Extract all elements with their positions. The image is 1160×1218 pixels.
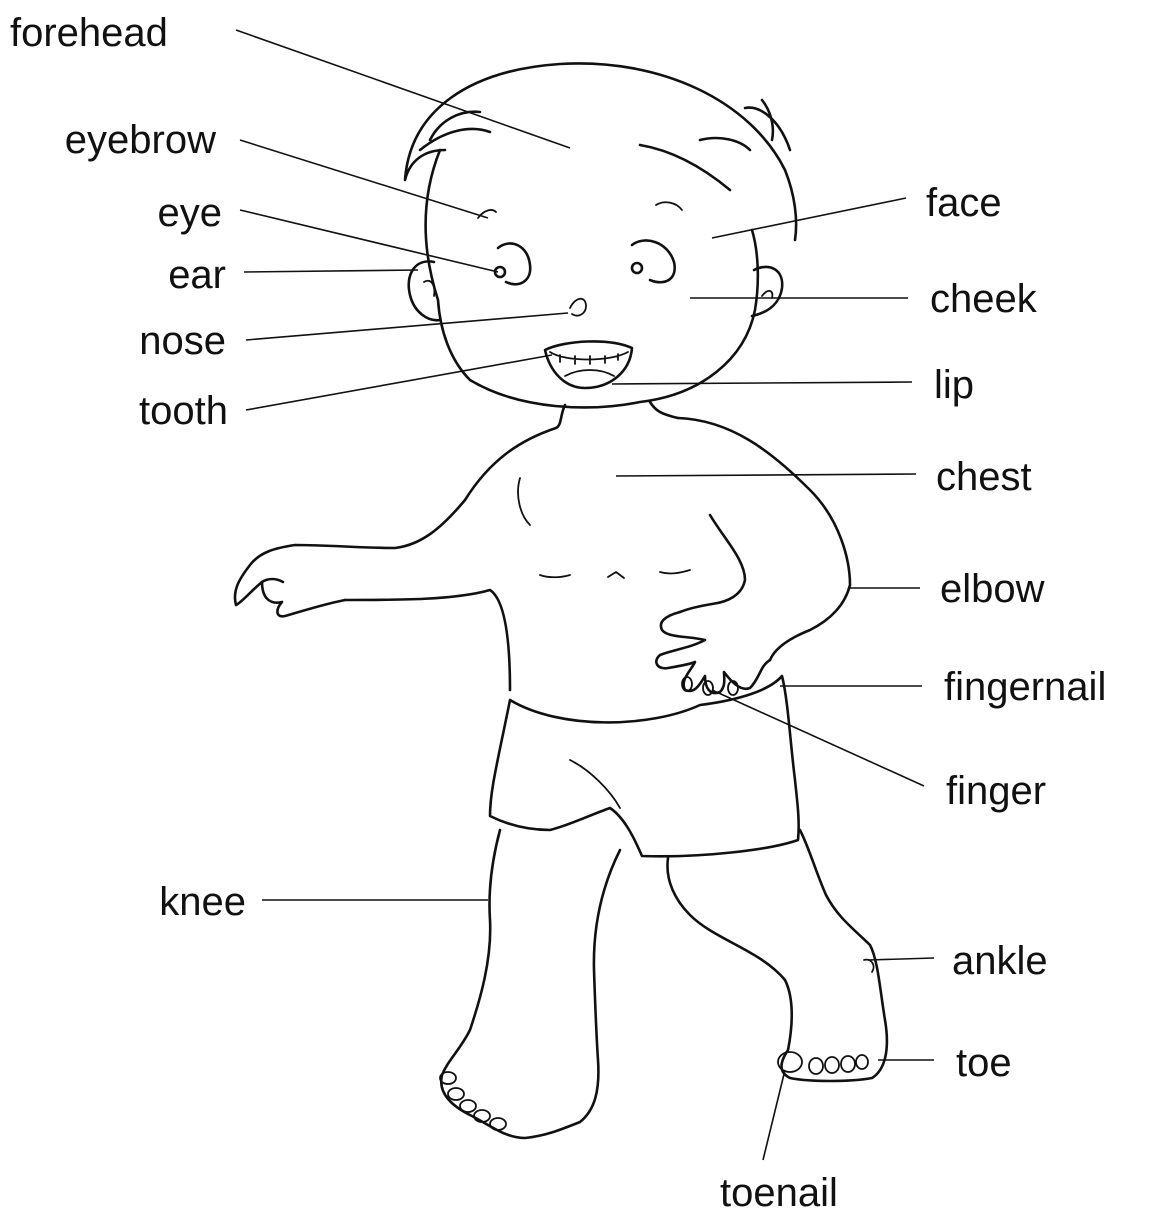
right-eye	[632, 240, 675, 282]
shorts	[490, 676, 799, 856]
left-hand-fingers	[262, 579, 283, 582]
leader-forehead	[236, 30, 570, 148]
neck-left	[556, 405, 565, 428]
tongue	[565, 370, 614, 376]
leader-eyebrow	[240, 140, 488, 218]
label-tooth: tooth	[139, 389, 228, 433]
leader-lip	[612, 382, 912, 384]
leader-nose	[246, 313, 568, 340]
label-face: face	[926, 181, 1002, 225]
left-toe-3	[460, 1100, 476, 1112]
left-eyebrow	[478, 210, 496, 218]
left-shoulder-arm	[235, 428, 556, 616]
right-ear-inner	[762, 291, 772, 298]
label-toe: toe	[956, 1041, 1012, 1085]
right-leg	[667, 830, 886, 1081]
label-chest: chest	[936, 455, 1032, 499]
nose	[570, 299, 586, 316]
label-elbow: elbow	[940, 567, 1045, 611]
leader-face	[712, 198, 906, 238]
right-hand	[656, 612, 770, 693]
hair	[405, 63, 796, 240]
right-toe-2	[809, 1058, 823, 1074]
label-fingernail: fingernail	[944, 665, 1106, 709]
label-ankle: ankle	[952, 939, 1048, 983]
left-chest-crease	[518, 478, 530, 525]
label-eye: eye	[158, 191, 223, 235]
label-forehead: forehead	[10, 11, 168, 55]
left-eye	[498, 243, 530, 284]
label-nose: nose	[139, 319, 226, 363]
label-finger: finger	[946, 769, 1046, 813]
label-ear: ear	[168, 253, 226, 297]
leader-chest	[616, 474, 916, 476]
right-pupil	[632, 263, 642, 273]
chest-marks	[540, 570, 690, 578]
torso-left	[345, 590, 510, 690]
label-cheek: cheek	[930, 277, 1038, 321]
left-toe-5	[490, 1118, 506, 1130]
leader-ankle	[868, 958, 934, 960]
right-arm-inner	[680, 515, 745, 612]
left-ear-inner	[424, 281, 434, 296]
ankle-mark	[864, 960, 874, 972]
left-toe-2	[448, 1088, 464, 1100]
neck-right	[650, 402, 678, 418]
leader-lines	[236, 30, 934, 1160]
label-lip: lip	[934, 363, 974, 407]
right-toe-5	[856, 1055, 868, 1069]
labels: forehead eyebrow eye ear nose tooth face…	[10, 11, 1106, 1215]
leader-ear	[244, 270, 418, 272]
left-leg	[441, 830, 620, 1138]
leader-eye	[240, 210, 498, 272]
mouth	[545, 341, 632, 388]
leader-finger	[712, 690, 924, 786]
leader-tooth	[246, 355, 552, 410]
shorts-crease	[570, 760, 620, 808]
leader-toenail	[763, 1070, 785, 1160]
label-toenail: toenail	[720, 1171, 838, 1215]
right-eyebrow	[656, 202, 682, 210]
right-toe-3	[825, 1057, 839, 1073]
right-shoulder-arm	[678, 418, 850, 660]
right-toe-4	[841, 1056, 855, 1072]
child-illustration	[235, 63, 887, 1138]
label-eyebrow: eyebrow	[65, 118, 216, 162]
teeth	[550, 352, 628, 364]
label-knee: knee	[159, 880, 246, 924]
